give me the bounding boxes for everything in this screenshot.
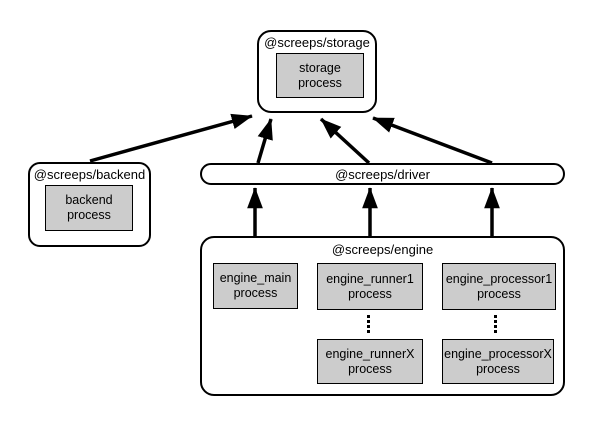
backend-package-title: @screeps/backend	[33, 167, 146, 182]
edge-backend-to-storage	[89, 113, 253, 163]
vertical-ellipsis-icon	[494, 315, 497, 333]
engine-processorX-process-box: engine_processorX process	[442, 339, 554, 384]
storage-process-box: storage process	[276, 53, 364, 98]
driver-package-node: @screeps/driver	[200, 163, 565, 185]
engine-package-title: @screeps/engine	[331, 242, 434, 257]
engine-runnerX-process-box: engine_runnerX process	[317, 339, 423, 384]
edge-driver-to-storage-middle	[319, 117, 371, 165]
vertical-ellipsis-icon	[367, 315, 370, 333]
engine-main-process-box: engine_main process	[213, 263, 298, 309]
edge-driver-to-storage-right	[372, 116, 493, 165]
storage-package-title: @screeps/storage	[264, 35, 370, 50]
engine-runner1-process-box: engine_runner1 process	[317, 263, 423, 310]
backend-process-box: backend process	[45, 185, 133, 231]
engine-processor1-process-box: engine_processor1 process	[442, 263, 556, 310]
driver-package-title: @screeps/driver	[335, 167, 430, 182]
edge-driver-to-storage-left	[256, 118, 273, 164]
